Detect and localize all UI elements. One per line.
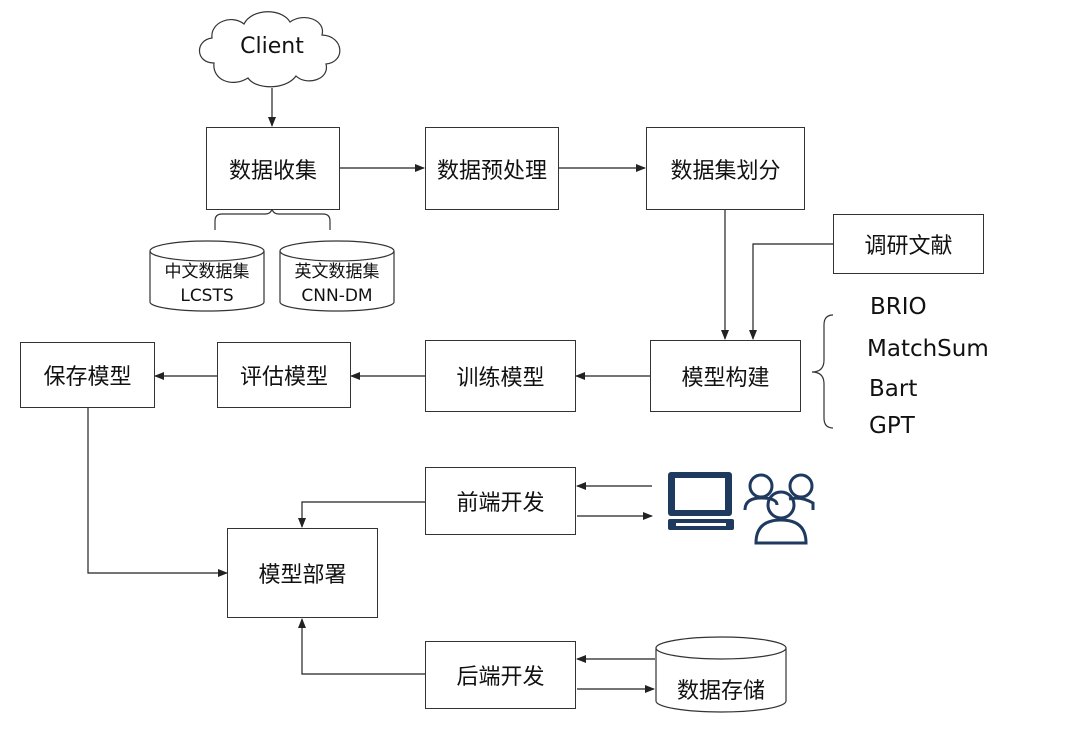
node-research: 调研文献 xyxy=(833,214,984,274)
model-matchsum: MatchSum xyxy=(867,336,989,362)
cylinder-en xyxy=(279,240,395,312)
node-build: 模型构建 xyxy=(650,340,801,412)
arrow-backend-deploy xyxy=(298,618,425,675)
model-gpt: GPT xyxy=(869,413,915,439)
node-preprocess: 数据预处理 xyxy=(425,127,559,210)
arrow-research-build xyxy=(749,243,833,340)
node-train: 训练模型 xyxy=(425,340,576,412)
dataset-en-label: 英文数据集 CNN-DM xyxy=(280,260,394,308)
dataset-brace xyxy=(214,206,331,230)
node-collect: 数据收集 xyxy=(206,127,340,210)
computer-icon xyxy=(668,472,734,530)
node-frontend: 前端开发 xyxy=(425,467,576,535)
node-split: 数据集划分 xyxy=(646,127,805,210)
client-label: Client xyxy=(240,34,304,59)
node-evaluate: 评估模型 xyxy=(217,342,351,408)
dataset-cn-label: 中文数据集 LCSTS xyxy=(150,260,264,308)
dataset-cn-name: 中文数据集 xyxy=(164,262,250,282)
client-cloud xyxy=(198,11,341,88)
node-save: 保存模型 xyxy=(20,342,155,408)
model-bart: Bart xyxy=(869,376,918,402)
storage-label: 数据存储 xyxy=(676,679,765,704)
dataset-en-name: 英文数据集 xyxy=(294,262,380,282)
cylinder-storage xyxy=(655,636,787,713)
arrow-frontend-deploy xyxy=(298,501,425,528)
users-icon xyxy=(743,473,815,545)
arrow-save-deploy xyxy=(87,408,228,577)
dataset-en-code: CNN-DM xyxy=(301,286,373,306)
model-brio: BRIO xyxy=(870,294,927,320)
model-brace xyxy=(811,314,834,429)
node-backend: 后端开发 xyxy=(425,641,576,709)
dataset-cn-code: LCSTS xyxy=(180,286,234,306)
cylinder-cn xyxy=(149,240,265,312)
node-deploy: 模型部署 xyxy=(227,528,378,618)
